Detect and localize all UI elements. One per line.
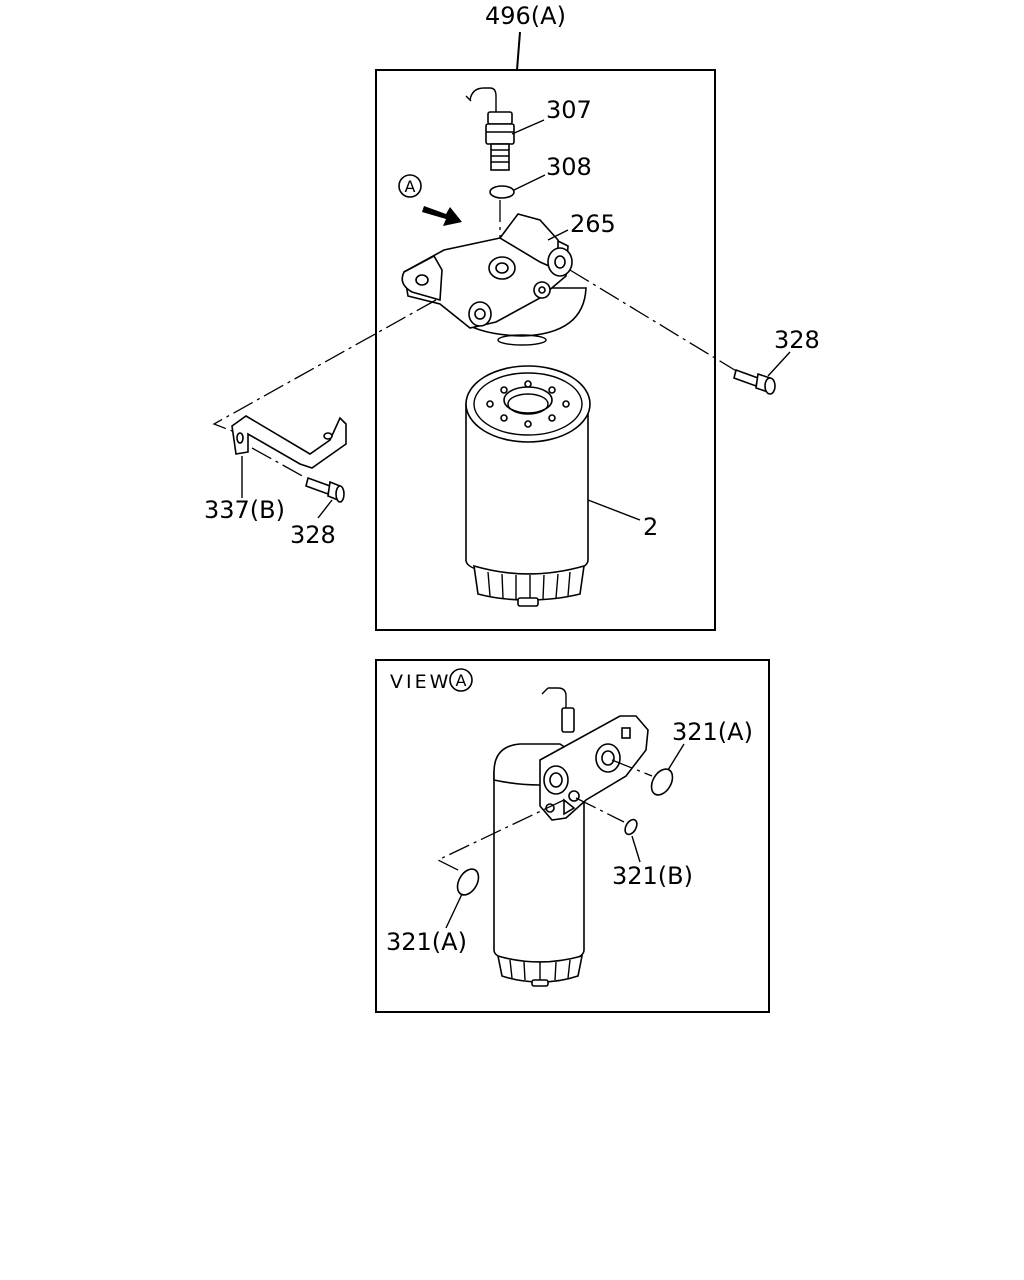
view-a-panel: VIEW A (375, 659, 770, 1013)
main-frame (375, 69, 716, 631)
oring-lower-callout: 321(A) (386, 928, 467, 956)
filter-element-leader (587, 499, 641, 521)
view-a-guide-small (575, 797, 625, 823)
mounting-bracket (231, 415, 347, 469)
view-a-marker (398, 174, 422, 198)
view-a-guide-lower (436, 799, 565, 873)
view-a-guide-upper (611, 759, 653, 777)
view-direction-arrow (422, 206, 462, 226)
sensor-oring-leader (513, 174, 546, 191)
assembly-callout: 496(A) (485, 2, 566, 30)
filter-head-leader (547, 229, 569, 241)
guide-line-head-to-bolt (569, 269, 739, 373)
oring-small-leader (631, 835, 641, 863)
filter-head (401, 213, 587, 346)
fuel-sensor (465, 87, 515, 171)
sensor-leader (511, 119, 545, 135)
sensor-oring-callout: 308 (546, 153, 592, 181)
view-a-title: VIEW (390, 671, 451, 693)
bolt-right-callout: 328 (774, 326, 820, 354)
assembly-leader (516, 31, 521, 71)
filter-element-callout: 2 (643, 513, 658, 541)
view-a-title-marker (449, 668, 473, 692)
mounting-bolt-right (733, 368, 776, 395)
sensor-callout: 307 (546, 96, 592, 124)
bolt-right-leader (767, 351, 791, 377)
oring-small (624, 818, 638, 836)
oring-lower-leader (445, 893, 463, 929)
bolt-left-callout: 328 (290, 521, 336, 549)
mounting-bolt-left (305, 476, 345, 503)
bracket-callout: 337(B) (204, 496, 285, 524)
filter-element (465, 365, 591, 607)
oring-upper-callout: 321(A) (672, 718, 753, 746)
oring-lower (456, 868, 480, 896)
oring-small-callout: 321(B) (612, 862, 693, 890)
view-a-frame (375, 659, 770, 1013)
oring-upper (650, 768, 674, 796)
view-a-filter-assembly (493, 687, 649, 987)
oring-upper-leader (667, 743, 685, 771)
view-a-marker-letter: A (405, 177, 416, 196)
guide-line-bracket-to-bolt (251, 447, 307, 479)
main-exploded-view: 496(A) 307 308 A (204, 2, 820, 631)
guide-line-head-to-bracket (212, 299, 437, 435)
filter-head-callout: 265 (570, 210, 616, 238)
bolt-left-leader (317, 499, 333, 519)
view-a-title-letter: A (456, 671, 467, 690)
sensor-oring (489, 185, 515, 199)
